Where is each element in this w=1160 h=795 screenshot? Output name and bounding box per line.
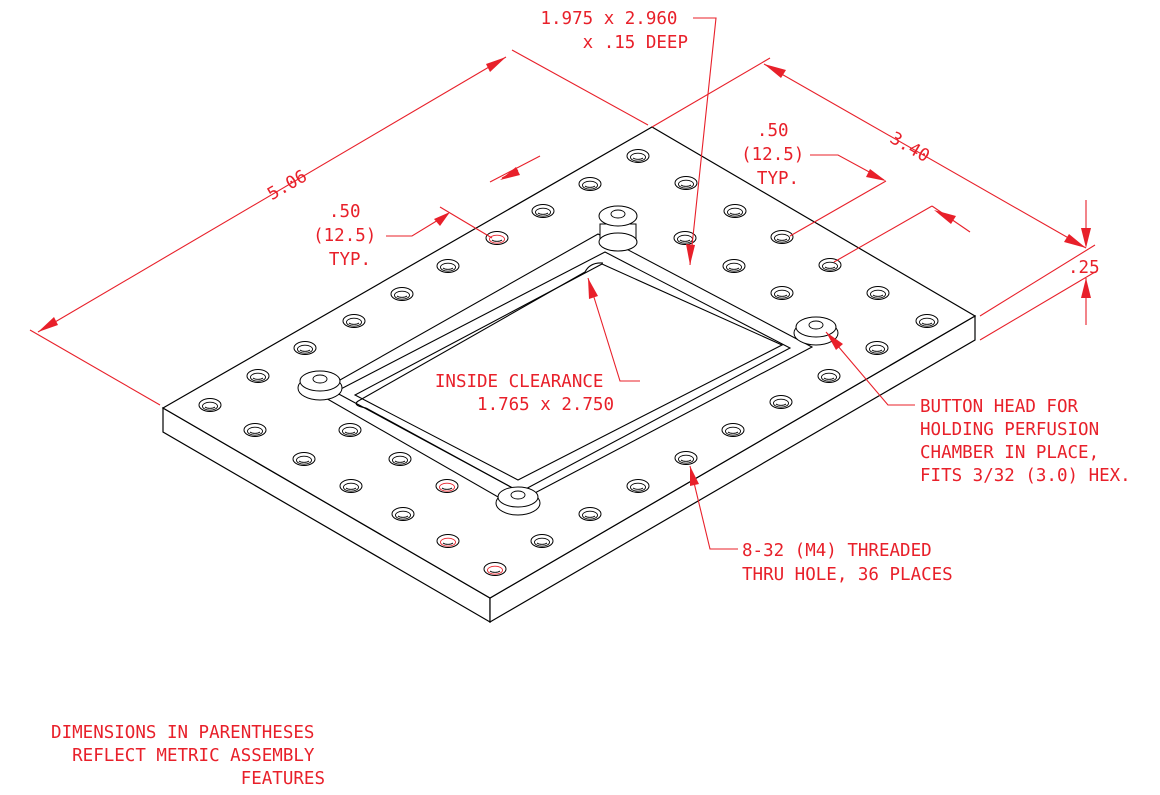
threaded-hole (722, 259, 746, 273)
inside-clearance-note: INSIDE CLEARANCE 1.765 x 2.750 (435, 372, 614, 415)
threaded-hole (198, 398, 222, 412)
threaded-hole-note: 8-32 (M4) THREADED THRU HOLE, 36 PLACES (742, 541, 953, 585)
button-head-note: BUTTON HEAD FOR HOLDING PERFUSION CHAMBE… (920, 397, 1131, 486)
threaded-hole (246, 369, 270, 383)
threaded-hole (578, 177, 602, 191)
threaded-hole (436, 534, 460, 548)
threaded-hole (293, 341, 317, 355)
dim-thickness: .25 (1068, 258, 1100, 278)
threaded-hole (338, 423, 362, 437)
threaded-hole (485, 231, 509, 245)
threaded-hole (674, 451, 698, 465)
threaded-hole (865, 341, 889, 355)
threaded-hole (436, 259, 460, 273)
threaded-hole (530, 534, 554, 548)
threaded-holes (198, 149, 939, 576)
threaded-hole (770, 230, 794, 244)
threaded-hole (292, 452, 316, 466)
threaded-hole (866, 286, 890, 300)
threaded-hole (342, 314, 366, 328)
threaded-hole (626, 149, 650, 163)
threaded-hole (721, 423, 745, 437)
threaded-hole (769, 395, 793, 409)
threaded-hole (578, 507, 602, 521)
dimension-linework (29, 17, 1096, 550)
threaded-hole (243, 423, 267, 437)
threaded-hole (673, 231, 697, 245)
dim-overall-length: 5.06 (264, 166, 311, 204)
threaded-hole (390, 287, 414, 301)
threaded-hole (770, 286, 794, 300)
threaded-hole (435, 479, 459, 493)
threaded-hole (915, 314, 939, 328)
metric-dimensions-note: DIMENSIONS IN PARENTHESES REFLECT METRIC… (51, 723, 325, 789)
threaded-hole (391, 507, 415, 521)
dim-spacing-left: .50 (12.5) TYP. (313, 202, 387, 270)
threaded-hole (483, 562, 507, 576)
threaded-hole (817, 369, 841, 383)
button-head-screw (598, 205, 638, 252)
annotations: 5.06 3.40 .25 1.975 x 2.960 x .15 DEEP .… (51, 9, 1131, 789)
threaded-hole (674, 176, 698, 190)
threaded-hole (723, 204, 747, 218)
threaded-hole (626, 479, 650, 493)
threaded-hole (531, 204, 555, 218)
threaded-hole (339, 479, 363, 493)
button-head-screw (495, 486, 541, 516)
button-head-screw (793, 316, 839, 346)
dim-overall-width: 3.40 (886, 128, 933, 166)
dim-spacing-right: .50 (12.5) TYP. (741, 121, 815, 189)
plate-body (161, 126, 977, 624)
button-head-screw (297, 370, 343, 401)
button-head-screws (297, 205, 839, 516)
dim-pocket: 1.975 x 2.960 x .15 DEEP (540, 9, 688, 53)
threaded-hole (388, 452, 412, 466)
